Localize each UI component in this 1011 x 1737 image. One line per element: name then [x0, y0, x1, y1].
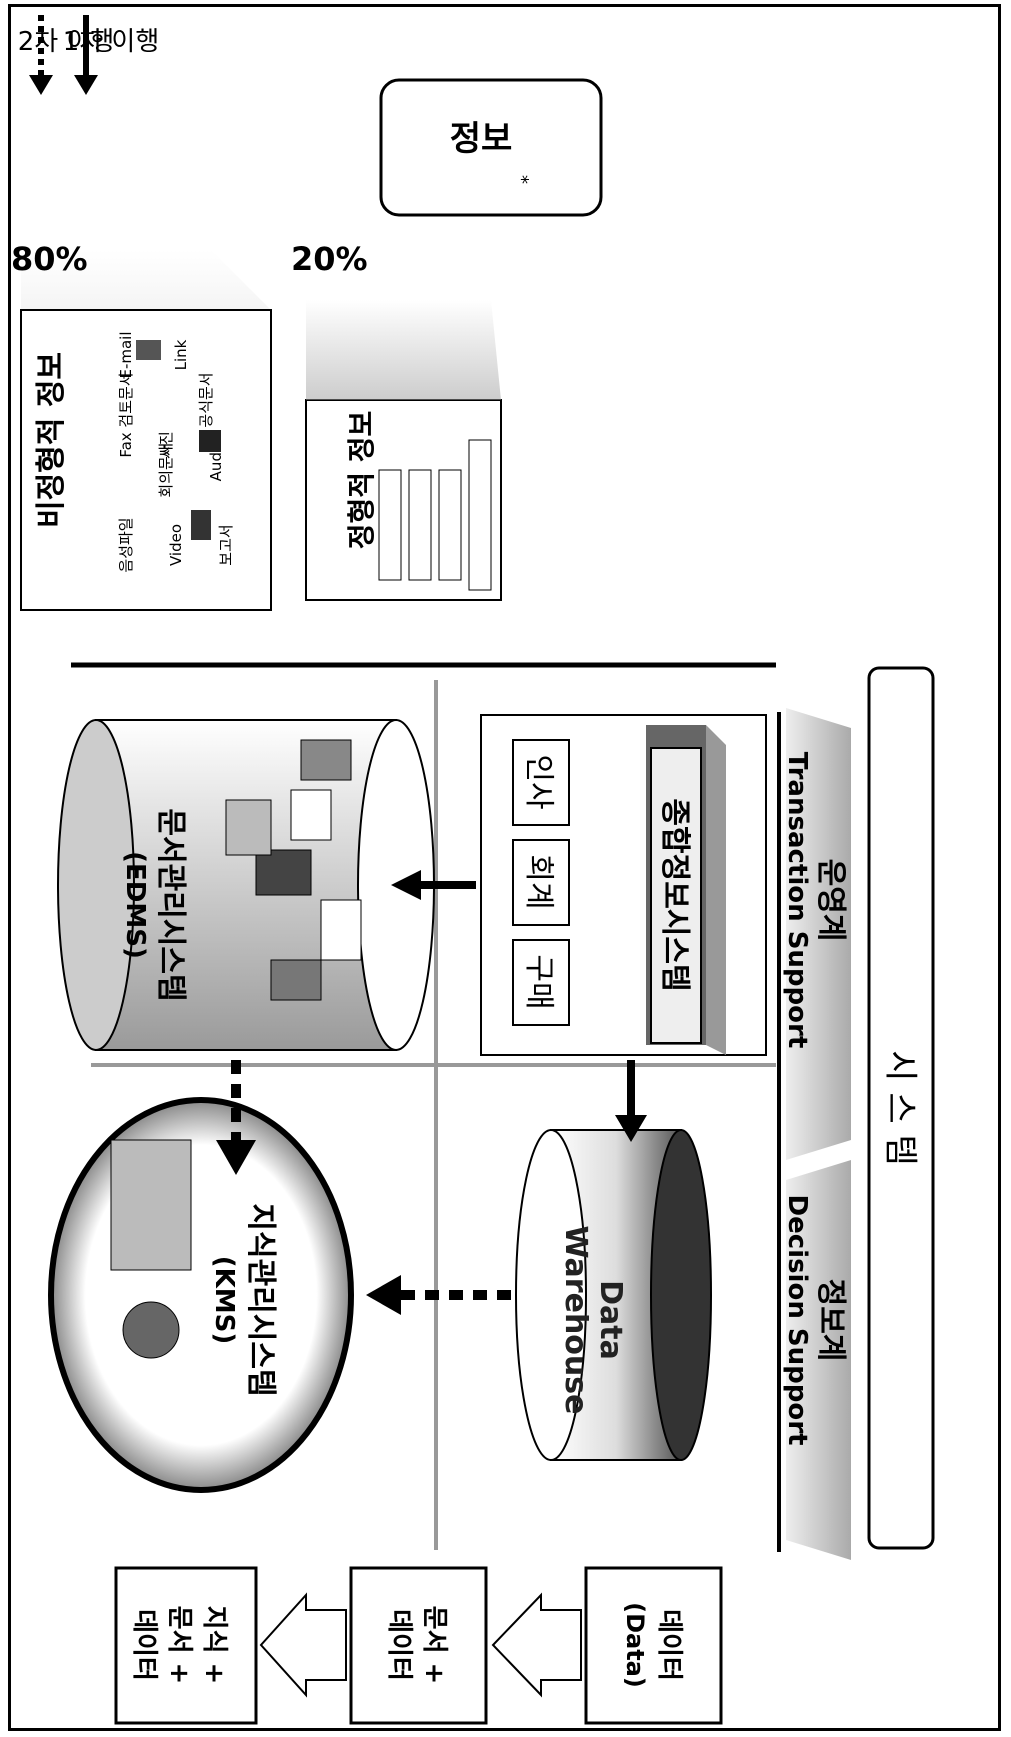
evolution-know-line3: 데이터	[129, 1609, 159, 1681]
decision-korean: 정보계	[813, 1279, 848, 1362]
edms-line2: (EDMS)	[120, 851, 150, 959]
evolution-box-doc-data: 문서 + 데이터	[349, 1566, 488, 1725]
support-base	[777, 708, 851, 1560]
legend: 1차 이행 2차 이행	[18, 15, 160, 95]
kms-line2: (KMS)	[209, 1256, 239, 1345]
structured-info-panel: 정형적 정보 20%	[291, 240, 502, 601]
erp-module-hr-label: 인사	[521, 754, 556, 809]
legend-first: 1차 이행	[63, 27, 160, 57]
structured-percent: 20%	[291, 240, 368, 278]
unstructured-info-panel: 비정형적 정보 E-mail Link 검토문서 공식문서 Audio Fax …	[11, 240, 272, 611]
erp-module-purchasing: 구매	[512, 939, 570, 1026]
evolution-data-line1: 데이터	[654, 1609, 684, 1681]
evolution-doc-line2: 데이터	[384, 1609, 414, 1681]
unstructured-percent: 80%	[11, 240, 88, 278]
item-photo: 사진	[157, 431, 175, 459]
arrow-edms-to-kms-head	[216, 1140, 256, 1175]
arrow-erp-to-dw-head	[615, 1115, 647, 1142]
item-link: Link	[172, 339, 190, 370]
diagram-frame	[8, 4, 1001, 1731]
kms-globe: 지식관리시스템 (KMS)	[48, 1097, 354, 1493]
structured-field-4	[378, 469, 402, 581]
decision-english: Decision Support	[782, 1195, 812, 1446]
legend-solid-arrowhead	[74, 75, 98, 95]
legend-second: 2차 이행	[18, 27, 115, 57]
arrow-erp-to-edms-head	[391, 870, 421, 900]
erp-box: 종합정보시스템 인사 회계 구매	[480, 714, 767, 1056]
evolution-know-line1: 지식 +	[199, 1606, 229, 1685]
item-fax: Fax	[117, 432, 135, 457]
erp-module-accounting: 회계	[512, 839, 570, 926]
item-voice-file: 음성파일	[117, 517, 135, 572]
item-video: Video	[167, 524, 185, 566]
info-box: 정보 *	[379, 78, 603, 217]
erp-module-hr: 인사	[512, 739, 570, 826]
arrow-dw-to-kms-head	[366, 1275, 401, 1315]
evolution-box-knowledge: 지식 + 문서 + 데이터	[114, 1566, 258, 1725]
edms-line1: 문서관리시스템	[153, 808, 188, 1001]
evolution-box-data: 데이터 (Data)	[584, 1566, 723, 1725]
structured-field-2	[438, 469, 462, 581]
structured-field-1	[468, 439, 492, 591]
evolution-arrow-1	[491, 1592, 582, 1698]
edms-cylinder: 문서관리시스템 (EDMS)	[57, 719, 435, 1051]
erp-title: 종합정보시스템	[657, 798, 692, 991]
system-box: 시 스 템	[867, 666, 935, 1550]
system-label: 시 스 템	[880, 1050, 920, 1165]
item-report: 보고서	[217, 524, 235, 565]
legend-dotted-arrowhead	[29, 75, 53, 95]
evolution-doc-line1: 문서 +	[419, 1606, 449, 1685]
dw-line1: Data	[593, 1280, 628, 1360]
item-review-doc: 검토문서	[117, 372, 135, 427]
info-label: 정보	[450, 119, 513, 159]
evolution-data-line2: (Data)	[621, 1602, 649, 1688]
unstructured-title: 비정형적 정보	[34, 352, 69, 528]
transaction-korean: 운영계	[813, 859, 848, 942]
unstructured-icon-1	[136, 340, 161, 360]
unstructured-icon-3	[191, 510, 211, 540]
evolution-arrow-2	[259, 1592, 347, 1698]
erp-module-accounting-label: 회계	[521, 854, 556, 909]
info-superscript: *	[511, 175, 532, 184]
erp-module-purchasing-label: 구매	[521, 954, 556, 1009]
data-warehouse-cylinder: Data Warehouse	[515, 1129, 712, 1461]
unstructured-icon-2	[199, 430, 221, 452]
kms-line1: 지식관리시스템	[243, 1203, 278, 1396]
structured-field-3	[408, 469, 432, 581]
structured-title: 정형적 정보	[345, 411, 378, 550]
dw-line2: Warehouse	[558, 1226, 593, 1415]
item-meeting-doc: 회의문서	[157, 442, 175, 497]
item-email: E-mail	[117, 331, 135, 378]
item-official-doc: 공식문서	[197, 372, 215, 427]
evolution-know-line2: 문서 +	[164, 1606, 194, 1685]
transaction-english: Transaction Support	[782, 752, 812, 1049]
